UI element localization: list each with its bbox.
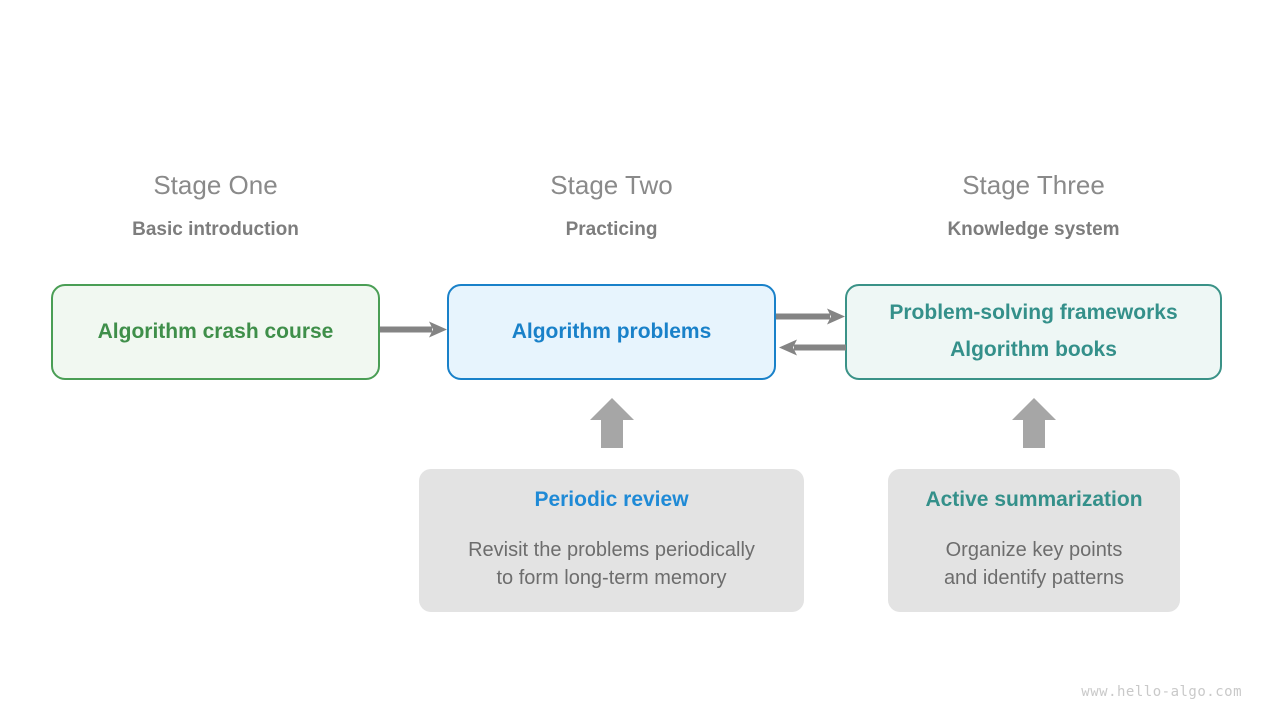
watermark: www.hello-algo.com [1081,684,1242,700]
arrow-frameworks-to-problems [776,334,846,362]
note-periodic-review-title: Periodic review [534,487,689,511]
note-active-summarization[interactable]: Active summarization Organize key points… [888,469,1180,612]
stage-one-subtitle: Basic introduction [132,219,299,240]
stage-three-subtitle: Knowledge system [947,219,1120,240]
stage-three-title: Stage Three [962,170,1105,200]
note-active-summarization-title: Active summarization [925,487,1143,511]
block-arrow-review-to-problems [590,398,634,448]
node-algorithm-problems[interactable]: Algorithm problems [447,284,776,380]
node-algorithm-crash-course[interactable]: Algorithm crash course [51,284,380,380]
stage-header-three: Stage Three Knowledge system [845,172,1222,239]
stage-one-title: Stage One [153,170,278,200]
arrow-problems-to-frameworks [776,303,846,331]
node-frameworks-label-line2: Algorithm books [950,338,1117,361]
note-periodic-review[interactable]: Periodic review Revisit the problems per… [419,469,804,612]
note-periodic-review-body-line1: Revisit the problems periodically [468,538,755,561]
stage-header-one: Stage One Basic introduction [51,172,380,239]
note-active-summarization-body-line1: Organize key points [945,538,1123,561]
note-active-summarization-body: Organize key points and identify pattern… [944,536,1124,593]
node-crash-course-label: Algorithm crash course [97,319,334,343]
note-periodic-review-body-line2: to form long-term memory [496,567,727,589]
node-frameworks-label-line1: Problem-solving frameworks [889,301,1178,325]
block-arrow-summarization-to-frameworks [1012,398,1056,448]
arrow-crash-course-to-problems [380,316,448,344]
node-problem-solving-frameworks[interactable]: Problem-solving frameworks Algorithm boo… [845,284,1222,380]
note-periodic-review-body: Revisit the problems periodically to for… [468,536,755,593]
node-problems-label: Algorithm problems [511,319,712,343]
stage-two-title: Stage Two [550,170,673,200]
stage-two-subtitle: Practicing [565,219,658,240]
note-active-summarization-body-line2: and identify patterns [943,567,1125,589]
stage-header-two: Stage Two Practicing [447,172,776,239]
